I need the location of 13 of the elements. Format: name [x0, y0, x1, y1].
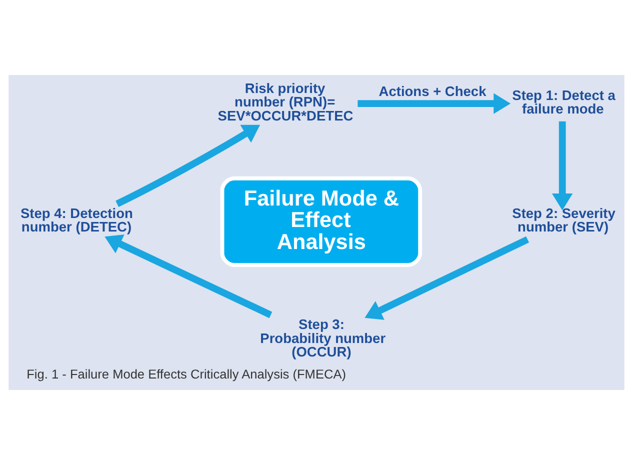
edge-label: Actions + Check [378, 83, 486, 98]
arrow [364, 236, 530, 320]
node-text: Step 3: Probability number (OCCUR) [260, 316, 386, 360]
node-text: Step 2: Severity number (SEV) [512, 205, 616, 234]
arrow [116, 124, 260, 206]
caption: Fig. 1 - Failure Mode Effects Critically Analysis (FMECA) [26, 366, 346, 382]
node-box: Failure Mode & Effect Analysis [220, 176, 422, 266]
node-text: Risk priority number (RPN)= SEV*OCCUR*DETEC [218, 80, 354, 123]
node-text: Step 4: Detection number (DETEC) [20, 205, 133, 234]
node-text: Step 1: Detect a failure mode [512, 87, 616, 116]
arrow [358, 92, 511, 114]
arrow [552, 120, 573, 210]
arrow [104, 234, 272, 318]
